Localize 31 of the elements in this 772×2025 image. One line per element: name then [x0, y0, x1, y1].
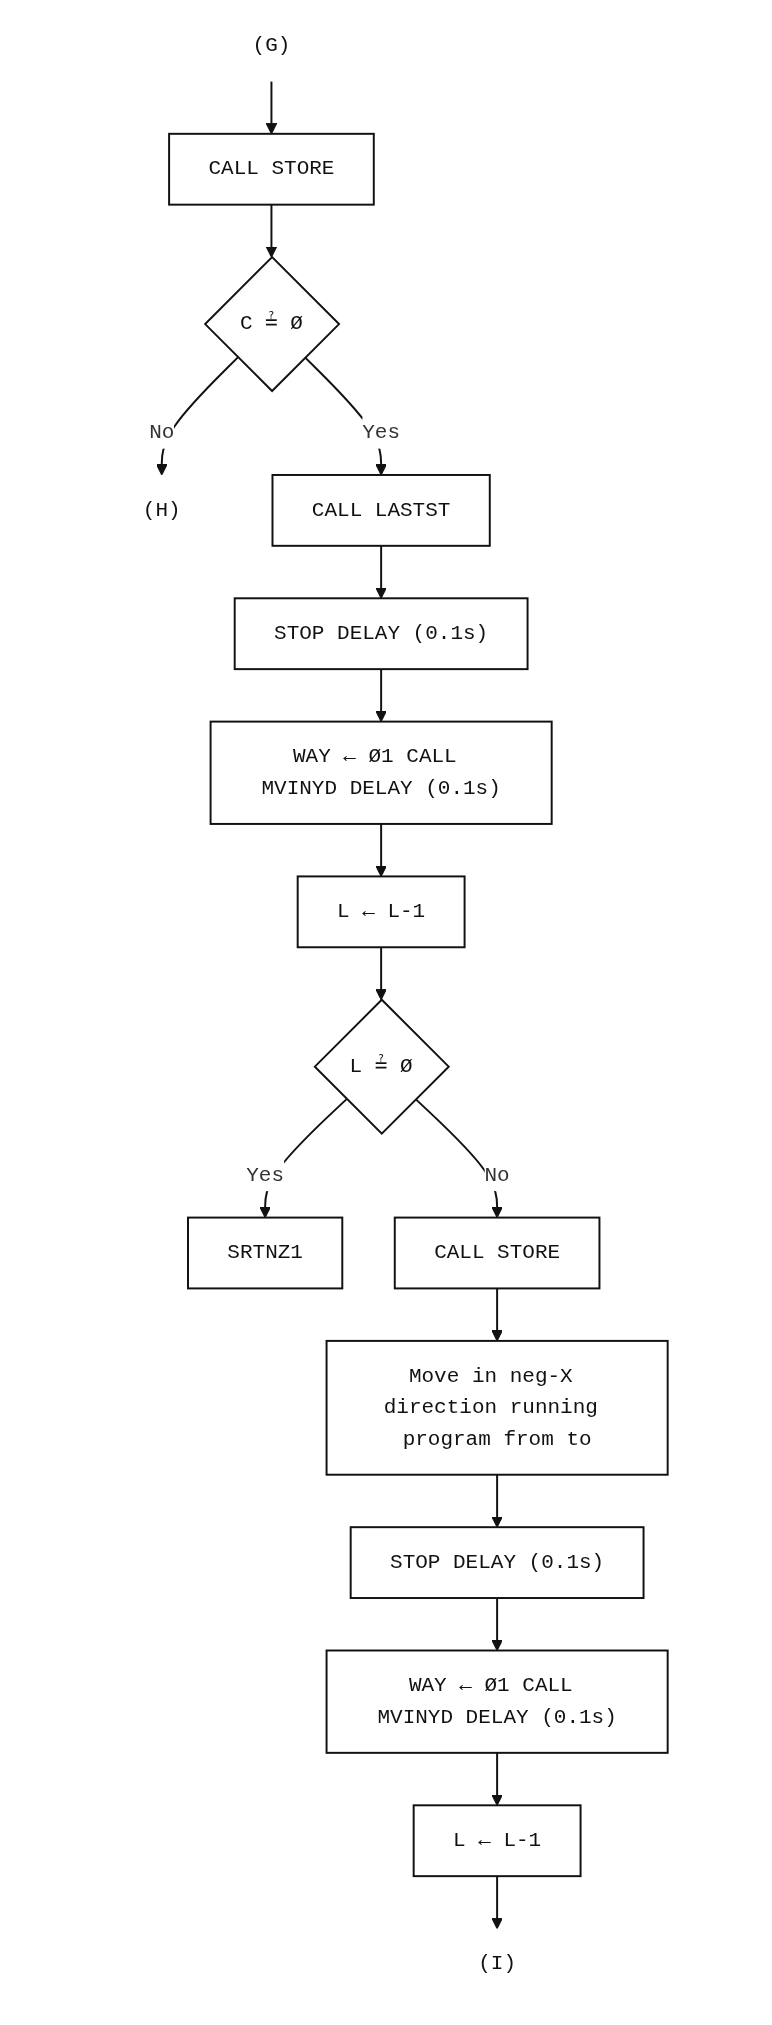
node-box: CALL LASTST	[271, 474, 492, 547]
edge-label: No	[484, 1163, 511, 1188]
node-box: CALL STORE	[168, 132, 376, 206]
node-text: (I)	[478, 1952, 517, 1976]
arrow	[375, 544, 388, 599]
arrow	[375, 822, 388, 877]
node-box: STOP DELAY (0.1s)	[234, 597, 529, 671]
node-box: SRTNZ1	[187, 1216, 344, 1290]
arrow	[375, 668, 388, 723]
edge-label: No	[149, 421, 175, 445]
node-box: WAY ← Ø1 CALL MVINYD DELAY (0.1s)	[210, 720, 554, 825]
arrow	[375, 946, 388, 1001]
edge-label: Yes	[246, 1163, 285, 1188]
arrow	[491, 1751, 504, 1806]
arrow	[491, 1597, 504, 1652]
node-box: L ← L-1	[297, 875, 466, 949]
arrow	[266, 80, 278, 135]
node-box: L ← L-1	[413, 1804, 582, 1878]
node-diamond: L ≟ Ø	[313, 998, 451, 1135]
node-box: Move in neg-X direction running program from to	[326, 1339, 670, 1476]
node-diamond: C ≟ Ø	[204, 255, 341, 393]
arrow	[491, 1287, 504, 1342]
node-box: WAY ← Ø1 CALL MVINYD DELAY (0.1s)	[326, 1649, 670, 1754]
arrow	[491, 1875, 504, 1930]
node-text: (H)	[143, 498, 182, 523]
node-box: CALL STORE	[394, 1216, 601, 1290]
edge-label: Yes	[362, 421, 401, 445]
node-box: STOP DELAY (0.1s)	[350, 1526, 645, 1599]
node-text: (G)	[252, 34, 291, 58]
arrow	[491, 1473, 504, 1528]
arrow	[266, 203, 278, 258]
